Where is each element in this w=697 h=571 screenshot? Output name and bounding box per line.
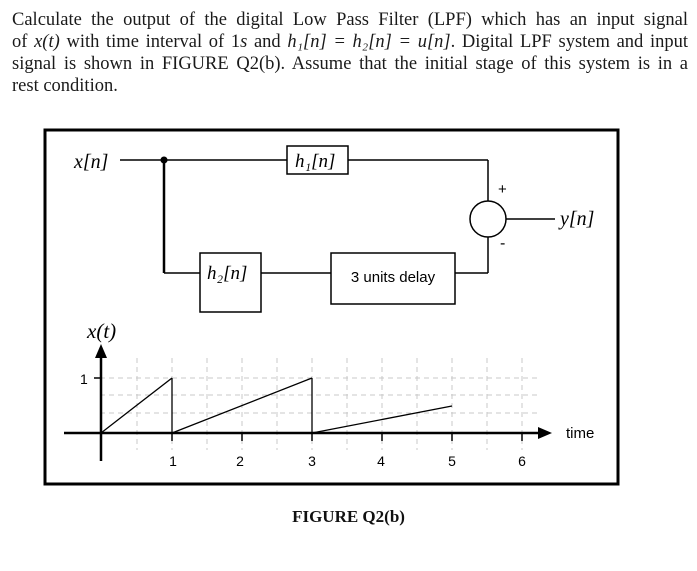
x-tick-label-2: 2 xyxy=(236,453,244,469)
delay-label: 3 units delay xyxy=(351,269,436,286)
h1-label: h₁[n] xyxy=(295,151,335,172)
x-axis-label: time xyxy=(566,425,594,442)
output-label: y[n] xyxy=(558,208,594,230)
summing-junction xyxy=(469,200,507,238)
delay-block xyxy=(330,252,456,305)
figure-caption: FIGURE Q2(b) xyxy=(292,507,405,526)
q-unit-s: s xyxy=(240,32,248,52)
q-text-b: with time interval of 1 xyxy=(59,32,241,52)
plot-grid xyxy=(100,358,540,450)
question-line-1: Calculate the output of the digital Low … xyxy=(12,10,688,30)
y-tick-label: 1 xyxy=(80,371,88,387)
signal-waveform xyxy=(100,377,453,434)
ramp-2 xyxy=(171,377,313,434)
question-line-4: rest condition. xyxy=(12,76,118,96)
q-equation: h₁[n] = h₂[n] = u[n] xyxy=(287,32,451,52)
figure-frame xyxy=(43,128,620,486)
h2-block xyxy=(199,252,262,313)
signal-plot: x(t) 1 time 1 2 3 4 5 6 xyxy=(64,319,594,469)
q-text-a: of xyxy=(12,32,35,52)
x-tick-label-1: 1 xyxy=(169,453,177,469)
minus-sign: - xyxy=(500,235,505,252)
q-signal-x: x(t) xyxy=(34,32,60,52)
x-tick-label-6: 6 xyxy=(518,453,526,469)
ramp-3 xyxy=(311,405,453,434)
x-tick-marks xyxy=(171,433,523,441)
q-text-c: and xyxy=(247,32,288,52)
question-text: Calculate the output of the digital Low … xyxy=(12,9,688,97)
x-tick-label-5: 5 xyxy=(448,453,456,469)
input-label: x[n] xyxy=(73,151,108,173)
x-tick-label-3: 3 xyxy=(308,453,316,469)
amplitude-axis-arrow xyxy=(95,344,107,358)
time-axis-arrow xyxy=(538,427,552,439)
question-line-3: signal is shown in FIGURE Q2(b). Assume … xyxy=(12,54,688,74)
question-line-2: of x(t) with time interval of 1s and h₁[… xyxy=(12,31,688,53)
q-text-d: . Digital LPF system and input xyxy=(450,32,688,52)
block-diagram xyxy=(120,145,555,313)
y-axis-label: x(t) xyxy=(86,319,116,343)
h2-label: h₂[n] xyxy=(207,263,247,284)
ramp-1 xyxy=(100,377,173,434)
x-tick-label-4: 4 xyxy=(377,453,385,469)
plus-sign: + xyxy=(498,181,507,198)
